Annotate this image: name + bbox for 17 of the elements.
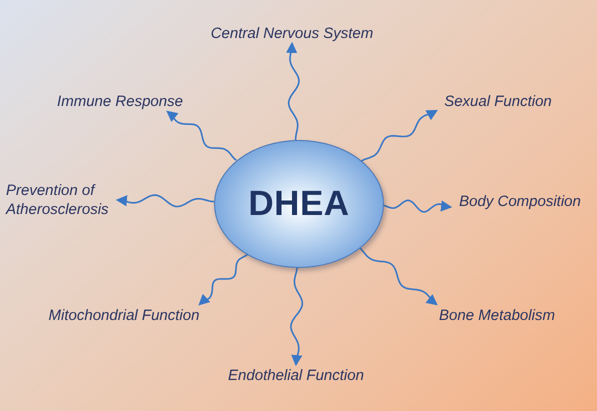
effect-label: Immune Response [34, 90, 206, 112]
effect-label: Sexual Function [436, 90, 560, 112]
wavy-arrow [360, 110, 438, 162]
effect-label: Prevention of Atherosclerosis [6, 180, 118, 220]
wavy-arrow [290, 266, 304, 366]
effect-label: Bone Metabolism [430, 304, 564, 326]
effect-label: Body Composition [450, 190, 590, 212]
wavy-arrow [358, 246, 438, 306]
effect-label: Mitochondrial Function [38, 304, 210, 326]
wavy-arrow [382, 199, 452, 213]
effect-label: Central Nervous System [196, 22, 388, 44]
effect-label: Endothelial Function [216, 364, 376, 386]
wavy-arrow [166, 110, 237, 161]
hub-label: DHEA [248, 184, 350, 224]
wavy-arrow [198, 253, 249, 306]
wavy-arrow [116, 194, 214, 208]
wavy-arrow [286, 42, 300, 140]
